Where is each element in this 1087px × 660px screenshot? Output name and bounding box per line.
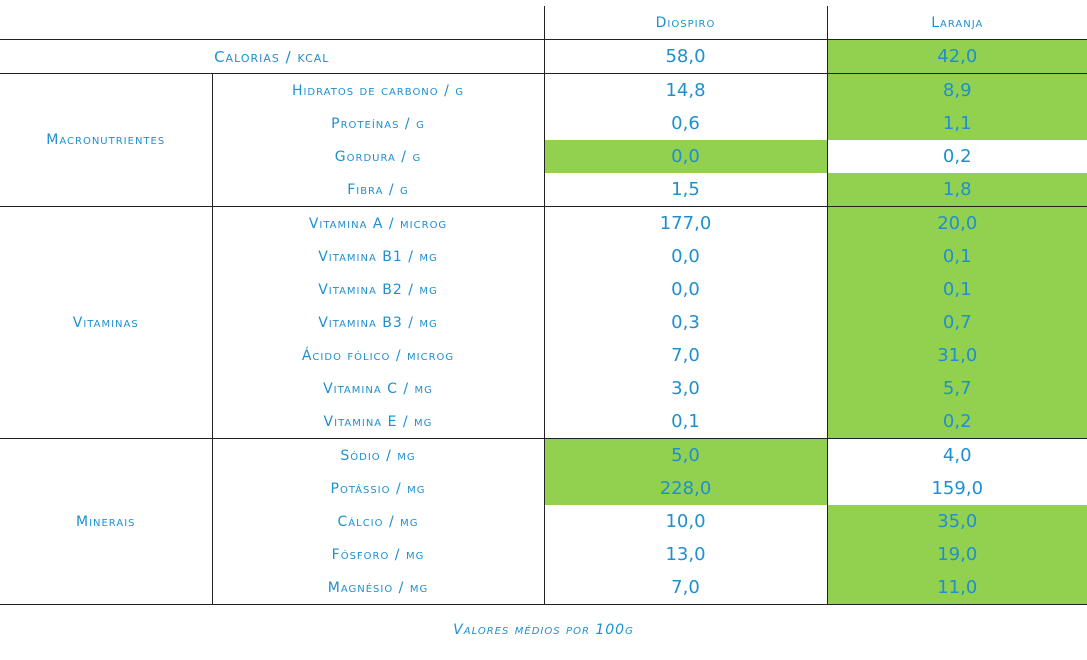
value-diospiro: 0,3 — [543, 306, 827, 339]
nutrition-comparison-table: Diospiro Laranja Calorias / kcal 58,0 42… — [0, 6, 1087, 605]
row-label: Vitamina C / mg — [323, 380, 433, 397]
value-diospiro: 10,0 — [543, 505, 827, 538]
table-row: Vitamina B1 / mg 0,0 0,1 — [0, 240, 1087, 273]
value-laranja: 5,7 — [826, 372, 1087, 405]
table-header-row: Diospiro Laranja — [0, 6, 1087, 40]
row-label: Calorias / kcal — [0, 39, 544, 74]
row-label: Vitamina B1 / mg — [318, 248, 438, 265]
table-row: Potássio / mg 228,0 159,0 — [0, 472, 1087, 505]
table-row: Macronutrientes Hidratos de carbono / g … — [0, 73, 1087, 207]
value-diospiro: 58,0 — [543, 39, 827, 74]
table-row: Fibra / g 1,5 1,8 — [0, 173, 1087, 207]
value-diospiro: 0,1 — [543, 405, 827, 439]
value-diospiro: 177,0 — [543, 206, 827, 240]
value-diospiro: 5,0 — [543, 438, 827, 472]
value-diospiro: 228,0 — [543, 472, 827, 505]
footer-note: Valores médios por 100g — [453, 622, 634, 638]
header-empty-cell — [0, 6, 544, 40]
table-row: Vitamina E / mg 0,1 0,2 — [0, 405, 1087, 439]
value-laranja: 0,2 — [826, 405, 1087, 439]
table-row: Vitamina B3 / mg 0,3 0,7 — [0, 306, 1087, 339]
value-laranja: 0,1 — [826, 273, 1087, 306]
table-row: Vitamina C / mg 3,0 5,7 — [0, 372, 1087, 405]
value-diospiro: 13,0 — [543, 538, 827, 571]
value-diospiro: 1,5 — [543, 173, 827, 207]
value-laranja: 0,1 — [826, 240, 1087, 273]
header-diospiro: Diospiro — [543, 6, 827, 40]
table-row: Vitamina B2 / mg 0,0 0,1 — [0, 273, 1087, 306]
table-row: Gordura / g 0,0 0,2 — [0, 140, 1087, 173]
row-label: Proteínas / g — [331, 115, 425, 132]
value-laranja: 19,0 — [826, 538, 1087, 571]
row-label: Magnésio / mg — [212, 571, 544, 605]
row-label: Fósforo / mg — [331, 546, 425, 563]
row-label: Vitamina E / mg — [212, 405, 544, 439]
row-label: Vitamina B2 / mg — [318, 281, 438, 298]
row-label: Sódio / mg — [340, 447, 416, 464]
group-minerais: Minerais — [0, 438, 213, 605]
value-laranja: 31,0 — [826, 339, 1087, 372]
table-row: Fósforo / mg 13,0 19,0 — [0, 538, 1087, 571]
value-laranja: 0,2 — [826, 140, 1087, 173]
value-diospiro: 3,0 — [543, 372, 827, 405]
table-row: Vitaminas Vitamina A / microg 177,0 20,0 — [0, 206, 1087, 439]
value-laranja: 4,0 — [826, 438, 1087, 472]
row-label: Fibra / g — [212, 173, 544, 207]
header-laranja: Laranja — [826, 6, 1087, 40]
row-label: Hidratos de carbono / g — [291, 82, 465, 99]
table-row: Magnésio / mg 7,0 11,0 — [0, 571, 1087, 605]
table-row: Ácido fólico / microg 7,0 31,0 — [0, 339, 1087, 372]
value-diospiro: 0,0 — [543, 140, 827, 173]
value-laranja: 35,0 — [826, 505, 1087, 538]
value-diospiro: 7,0 — [543, 339, 827, 372]
row-label: Vitamina B3 / mg — [318, 314, 438, 331]
row-label: Ácido fólico / microg — [301, 347, 455, 364]
value-laranja: 8,9 — [826, 73, 1087, 107]
row-label: Potássio / mg — [330, 480, 426, 497]
value-laranja: 42,0 — [826, 39, 1087, 74]
group-macronutrientes: Macronutrientes — [0, 73, 213, 207]
table-row: Cálcio / mg 10,0 35,0 — [0, 505, 1087, 538]
row-label: Gordura / g — [334, 148, 422, 165]
group-vitaminas: Vitaminas — [0, 206, 213, 439]
row-label: Cálcio / mg — [337, 513, 419, 530]
value-laranja: 1,8 — [826, 173, 1087, 207]
value-laranja: 159,0 — [826, 472, 1087, 505]
table-row-calorias: Calorias / kcal 58,0 42,0 — [0, 39, 1087, 74]
table-row: Minerais Sódio / mg 5,0 4,0 — [0, 438, 1087, 605]
value-laranja: 11,0 — [826, 571, 1087, 605]
value-diospiro: 7,0 — [543, 571, 827, 605]
value-diospiro: 0,6 — [543, 107, 827, 140]
value-laranja: 20,0 — [826, 206, 1087, 240]
value-diospiro: 14,8 — [543, 73, 827, 107]
value-diospiro: 0,0 — [543, 240, 827, 273]
value-diospiro: 0,0 — [543, 273, 827, 306]
value-laranja: 1,1 — [826, 107, 1087, 140]
value-laranja: 0,7 — [826, 306, 1087, 339]
row-label: Vitamina A / microg — [308, 215, 448, 232]
table-row: Proteínas / g 0,6 1,1 — [0, 107, 1087, 140]
